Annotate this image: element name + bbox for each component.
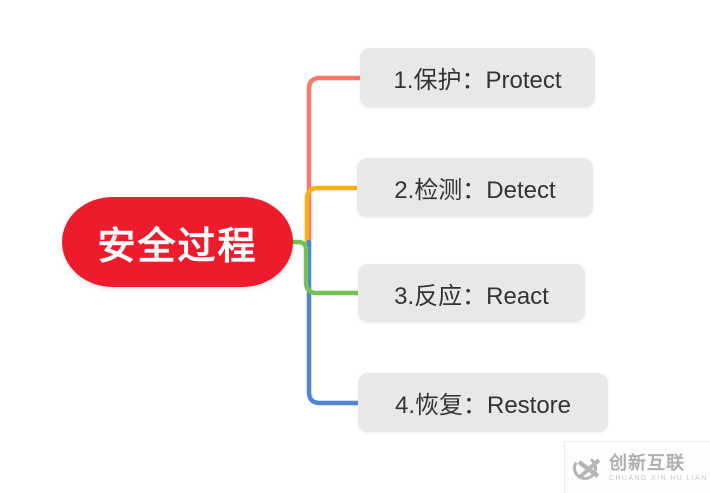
branch-node-label: 3.反应：React: [394, 282, 549, 310]
watermark-title: 创新互联: [609, 452, 685, 473]
branch-connector-react: [288, 239, 361, 296]
watermark-subtitle: CHUANG XIN HU LIAN: [609, 474, 708, 482]
central-topic[interactable]: 安全过程: [62, 197, 293, 287]
branch-node-detect[interactable]: 2.检测：Detect: [357, 158, 593, 217]
chuangxin-logo-icon: [573, 455, 601, 480]
branch-node-react[interactable]: 3.反应：React: [358, 264, 585, 322]
branch-node-restore[interactable]: 4.恢复：Restore: [358, 373, 608, 432]
branch-connector-protect: [306, 75, 363, 245]
watermark: 创新互联 CHUANG XIN HU LIAN: [564, 441, 710, 493]
branch-node-protect[interactable]: 1.保护：Protect: [360, 48, 595, 107]
central-topic-label: 安全过程: [97, 225, 258, 268]
branch-node-label: 1.保护：Protect: [393, 67, 562, 94]
branch-connector-restore: [306, 239, 361, 406]
branch-node-label: 4.恢复：Restore: [394, 392, 572, 419]
branch-node-label: 2.检测：Detect: [394, 177, 556, 204]
branch-connector-detect: [304, 185, 360, 245]
